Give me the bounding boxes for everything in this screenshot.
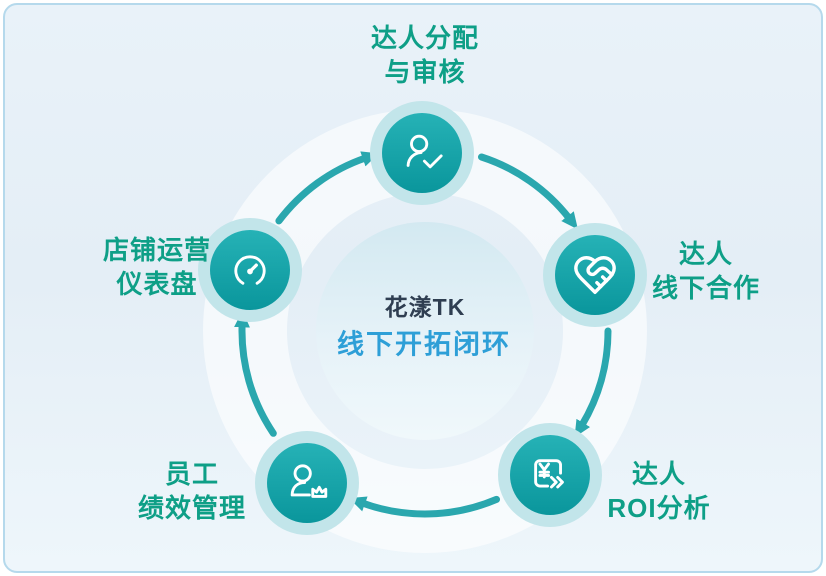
arrow-top-to-right [478, 153, 578, 230]
gauge-icon [234, 255, 266, 285]
heart-handshake-icon [574, 256, 616, 294]
node-store-dashboard [198, 218, 302, 322]
arrow-right-to-bottomright [574, 327, 612, 438]
arrow-bottomright-to-bottomleft [349, 495, 500, 518]
label-offline-cooperation: 达人 线下合作 [651, 239, 761, 303]
node-employee-performance [255, 431, 359, 535]
arrow-bottomleft-to-left [234, 310, 277, 437]
cycle-title: 线下开拓闭环 [337, 329, 511, 360]
node-talent-assignment [370, 101, 474, 205]
label-talent-assignment: 达人分配 与审核 [370, 23, 480, 87]
yuan-transfer-icon [534, 459, 564, 489]
user-crown-icon [290, 464, 328, 498]
node-roi-analysis [498, 423, 602, 527]
label-employee-performance: 员工 绩效管理 [137, 459, 247, 523]
arrow-left-to-top [275, 151, 379, 225]
label-roi-analysis: 达人 ROI分析 [607, 459, 711, 523]
node-offline-cooperation [543, 223, 647, 327]
user-check-icon [406, 134, 443, 169]
label-store-dashboard: 店铺运营 仪表盘 [102, 235, 212, 299]
brand-name: 花漾TK [384, 294, 466, 320]
cycle-arrows [234, 151, 612, 518]
diagram-card: 达人分配 与审核 达人 线下合作 [3, 3, 823, 573]
center-disc [316, 222, 534, 440]
